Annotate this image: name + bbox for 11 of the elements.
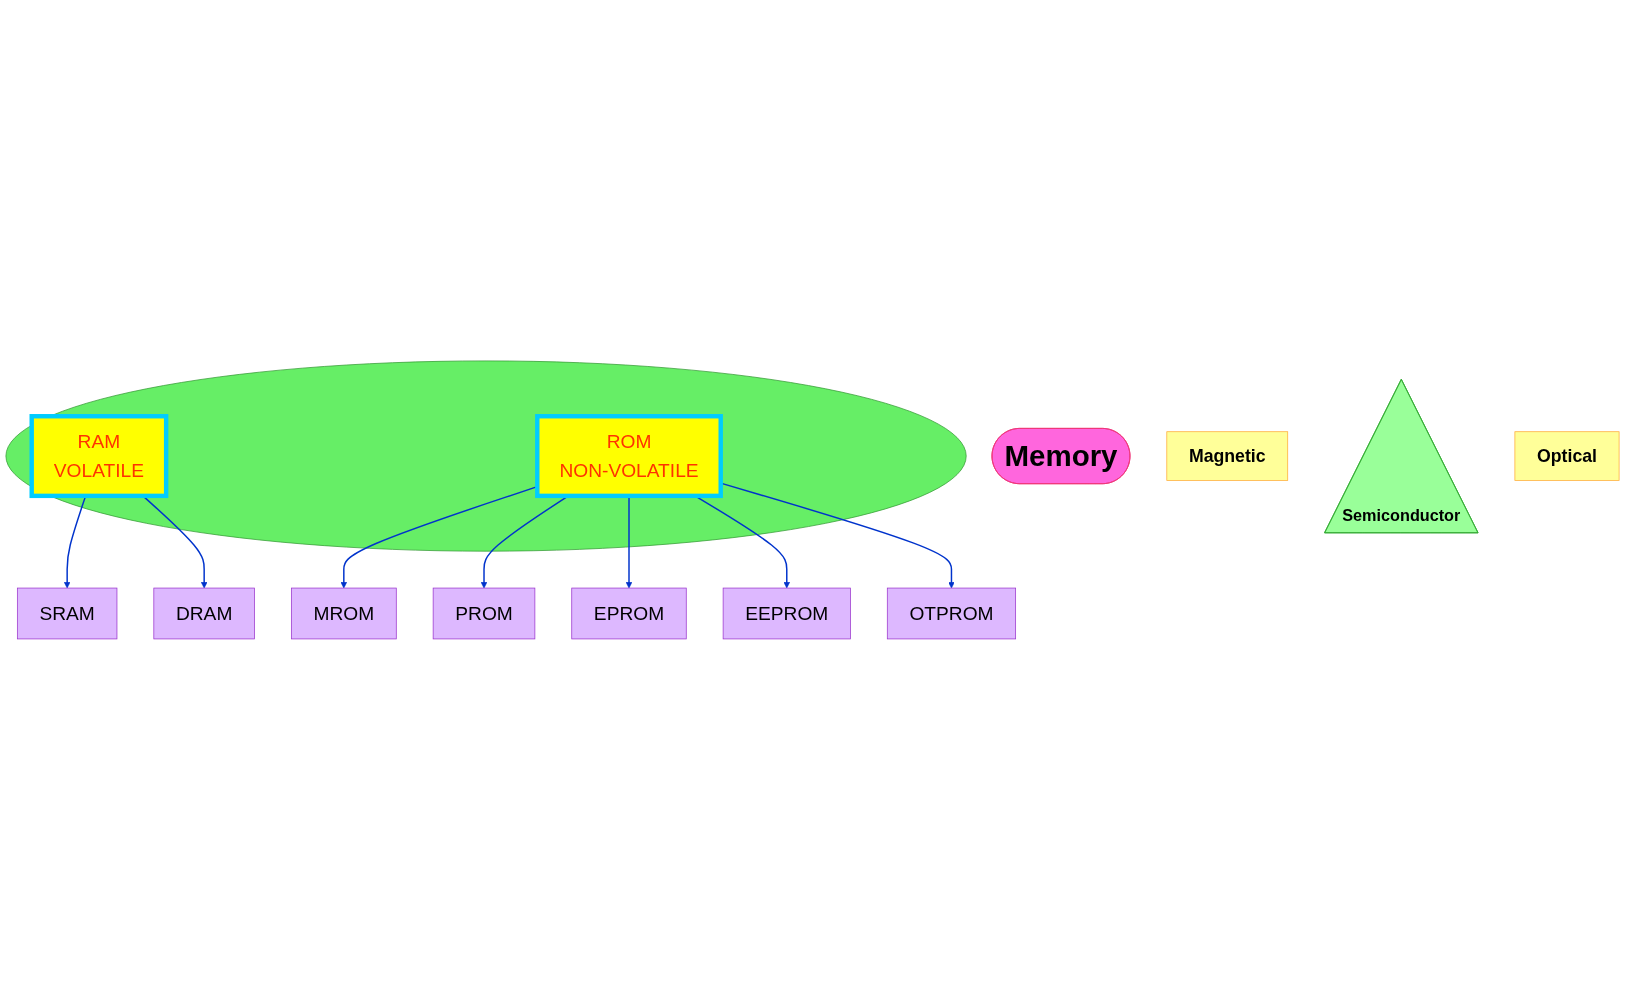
node-box: PROM (432, 587, 536, 640)
node-box: Magnetic (1166, 431, 1289, 481)
node-box: EPROM (571, 587, 687, 640)
node-box: MROM (291, 587, 397, 640)
node-box: OTPROM (886, 587, 1016, 640)
node-box: DRAM (153, 587, 255, 640)
node-box: RAM VOLATILE (29, 414, 169, 499)
node-box: Optical (1514, 431, 1620, 481)
node-box: ROM NON-VOLATILE (535, 414, 723, 499)
node-box: EEPROM (722, 587, 851, 640)
node-box: SRAM (17, 587, 118, 640)
